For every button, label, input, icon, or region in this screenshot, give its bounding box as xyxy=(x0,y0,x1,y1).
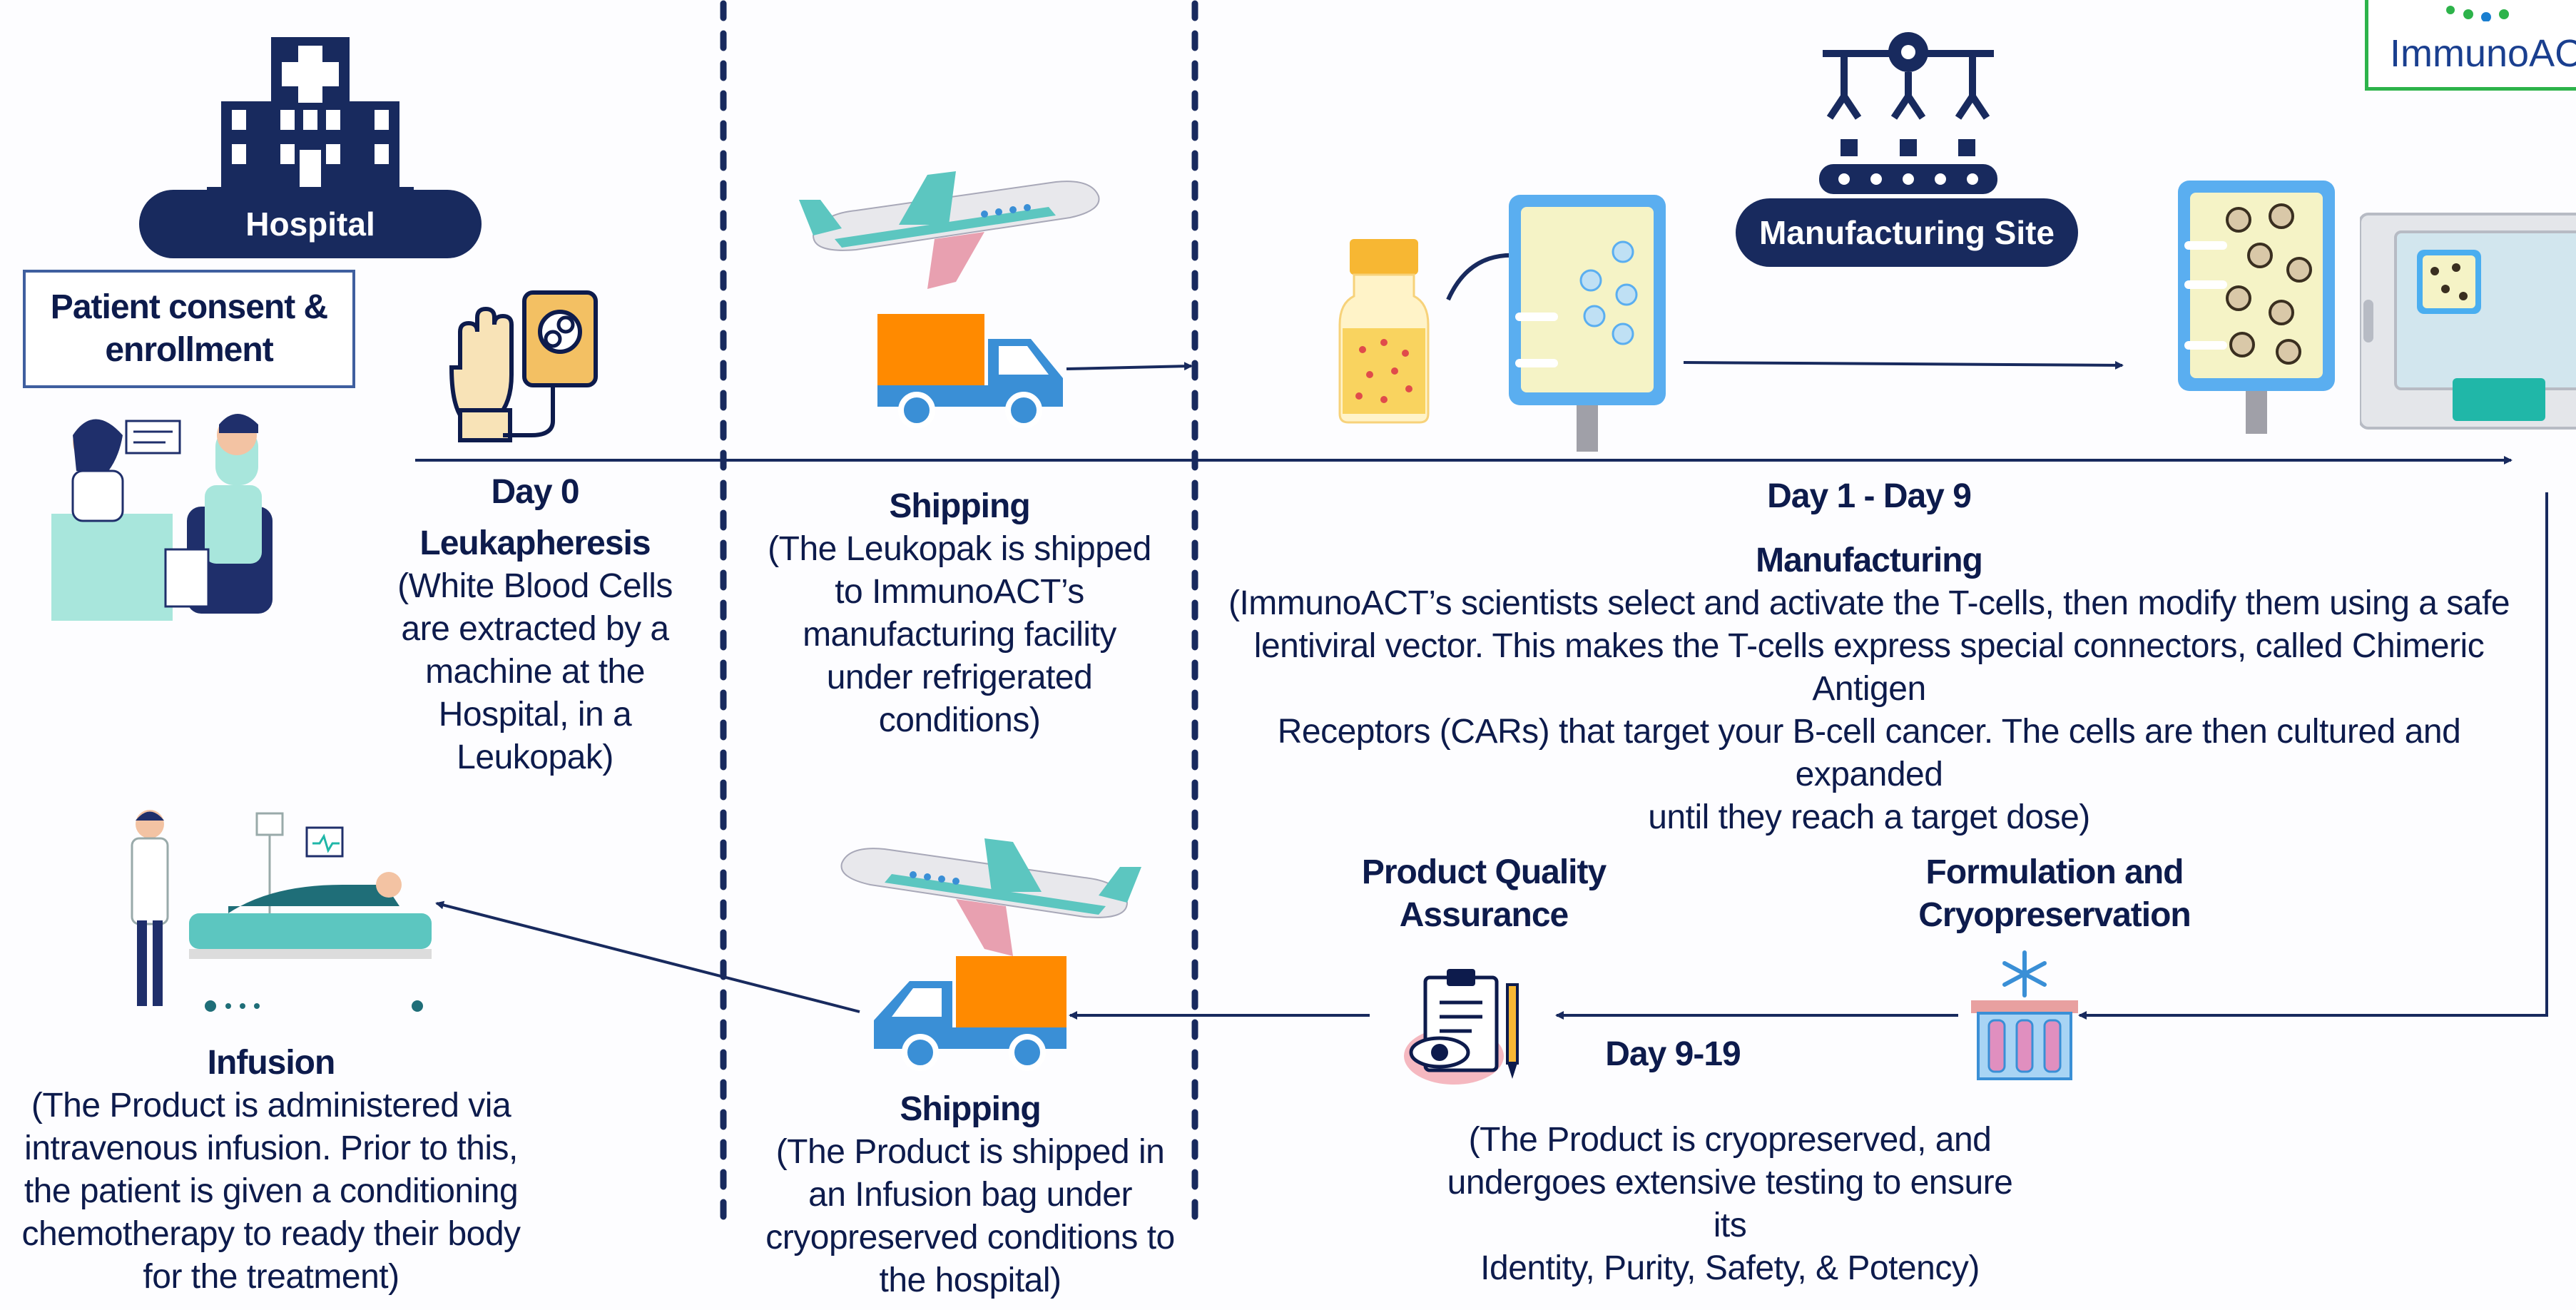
airplane-icon xyxy=(799,171,1100,289)
hospital-icon xyxy=(207,37,414,194)
day919-line-1: (The Product is cryopreserved, and xyxy=(1468,1121,1992,1159)
expanded-cells-bag-icon xyxy=(2178,181,2335,434)
day0-line-1: (White Blood Cells xyxy=(397,567,673,605)
incubator-icon xyxy=(2360,213,2576,430)
shipping1-line-4: under refrigerated xyxy=(826,659,1093,696)
cryo-storage-icon xyxy=(1971,950,2078,1080)
shipping2-section: Shipping (The Product is shipped in an I… xyxy=(749,1088,1191,1302)
day0-line-4: Hospital, in a xyxy=(438,696,632,733)
formulation-line1: Formulation and xyxy=(1925,853,2184,891)
shipping1-section: Shipping (The Leukopak is shipped to Imm… xyxy=(749,485,1170,742)
consultation-illustration-icon xyxy=(51,414,273,621)
shipping2-line-1: (The Product is shipped in xyxy=(775,1133,1165,1171)
arrow-truck-right xyxy=(1066,362,1193,371)
formulation-line2: Cryopreservation xyxy=(1918,896,2191,934)
leukapheresis-icon xyxy=(449,290,598,442)
shipping2-line-2: an Infusion bag under xyxy=(808,1176,1132,1214)
shipping2-line-3: cryopreserved conditions to xyxy=(765,1219,1175,1256)
shipping1-line-2: to ImmunoACT’s xyxy=(835,573,1084,611)
infusion-line-4: chemotherapy to ready their body xyxy=(21,1215,521,1253)
day919-line-2: undergoes extensive testing to ensure it… xyxy=(1447,1164,2013,1244)
day919-day: Day 9-19 xyxy=(1605,1035,1741,1073)
shipping2-title: Shipping xyxy=(900,1090,1041,1128)
quality-clipboard-icon xyxy=(1404,969,1519,1085)
infusion-line-1: (The Product is administered via xyxy=(31,1087,511,1124)
consent-line1: Patient consent & xyxy=(50,288,328,326)
day0-section: Day 0 Leukapheresis (White Blood Cells a… xyxy=(378,471,692,779)
infusion-illustration-icon xyxy=(131,810,432,1012)
day919-section: Day 9-19 (The Product is cryopreserved, … xyxy=(1427,1033,2033,1290)
manufacturing-section: Day 1 - Day 9 Manufacturing (ImmunoACT’s… xyxy=(1213,475,2525,839)
day0-title: Leukapheresis xyxy=(419,524,651,562)
day0-day: Day 0 xyxy=(491,473,579,511)
arrow-to-infusion xyxy=(435,900,860,1013)
manufacturing-line-3: Receptors (CARs) that target your B-cell… xyxy=(1277,713,2461,793)
logo: ImmunoACT xyxy=(2365,0,2576,91)
day0-line-2: are extracted by a xyxy=(401,610,669,648)
quality-section: Product Quality Assurance xyxy=(1305,851,1662,937)
infusion-line-5: for the treatment) xyxy=(143,1258,399,1296)
truck-icon-return xyxy=(874,956,1066,1071)
truck-icon xyxy=(877,314,1063,428)
shipping2-line-4: the hospital) xyxy=(879,1261,1062,1299)
consent-box: Patient consent & enrollment xyxy=(23,270,355,388)
manufacturing-line-4: until they reach a target dose) xyxy=(1648,798,2090,836)
logo-text: ImmunoACT xyxy=(2390,32,2576,75)
return-line xyxy=(2078,492,2548,1020)
manufacturing-line-1: (ImmunoACT’s scientists select and activ… xyxy=(1228,584,2510,622)
manufacturing-site-label: Manufacturing Site xyxy=(1736,198,2078,267)
formulation-section: Formulation and Cryopreservation xyxy=(1876,851,2233,937)
logo-dots-icon xyxy=(2446,6,2509,21)
day0-line-5: Leukopak) xyxy=(457,738,614,776)
shipping1-line-5: conditions) xyxy=(878,701,1041,739)
day0-line-3: machine at the xyxy=(425,653,645,691)
hospital-label: Hospital xyxy=(139,190,482,258)
shipping1-line-3: manufacturing facility xyxy=(803,616,1116,654)
arrow-bag-to-bag xyxy=(1683,360,2124,370)
airplane-icon-return xyxy=(840,838,1141,956)
culture-bag-icon xyxy=(1509,195,1666,452)
manufacturing-title: Manufacturing xyxy=(1756,542,1983,579)
shipping1-title: Shipping xyxy=(889,487,1030,525)
robotic-arms-icon xyxy=(1819,32,1997,194)
infusion-line-3: the patient is given a conditioning xyxy=(24,1172,519,1210)
quality-line2: Assurance xyxy=(1399,896,1569,934)
infusion-title: Infusion xyxy=(207,1044,336,1082)
infusion-section: Infusion (The Product is administered vi… xyxy=(7,1042,535,1299)
quality-line1: Product Quality xyxy=(1361,853,1607,891)
consent-line2: enrollment xyxy=(105,331,273,369)
day919-line-3: Identity, Purity, Safety, & Potency) xyxy=(1480,1249,1980,1287)
cell-vial-icon xyxy=(1338,239,1430,424)
manufacturing-day: Day 1 - Day 9 xyxy=(1767,477,1972,515)
infusion-line-2: intravenous infusion. Prior to this, xyxy=(24,1129,518,1167)
manufacturing-line-2: lentiviral vector. This makes the T-cell… xyxy=(1253,627,2485,708)
shipping1-line-1: (The Leukopak is shipped xyxy=(768,530,1151,568)
